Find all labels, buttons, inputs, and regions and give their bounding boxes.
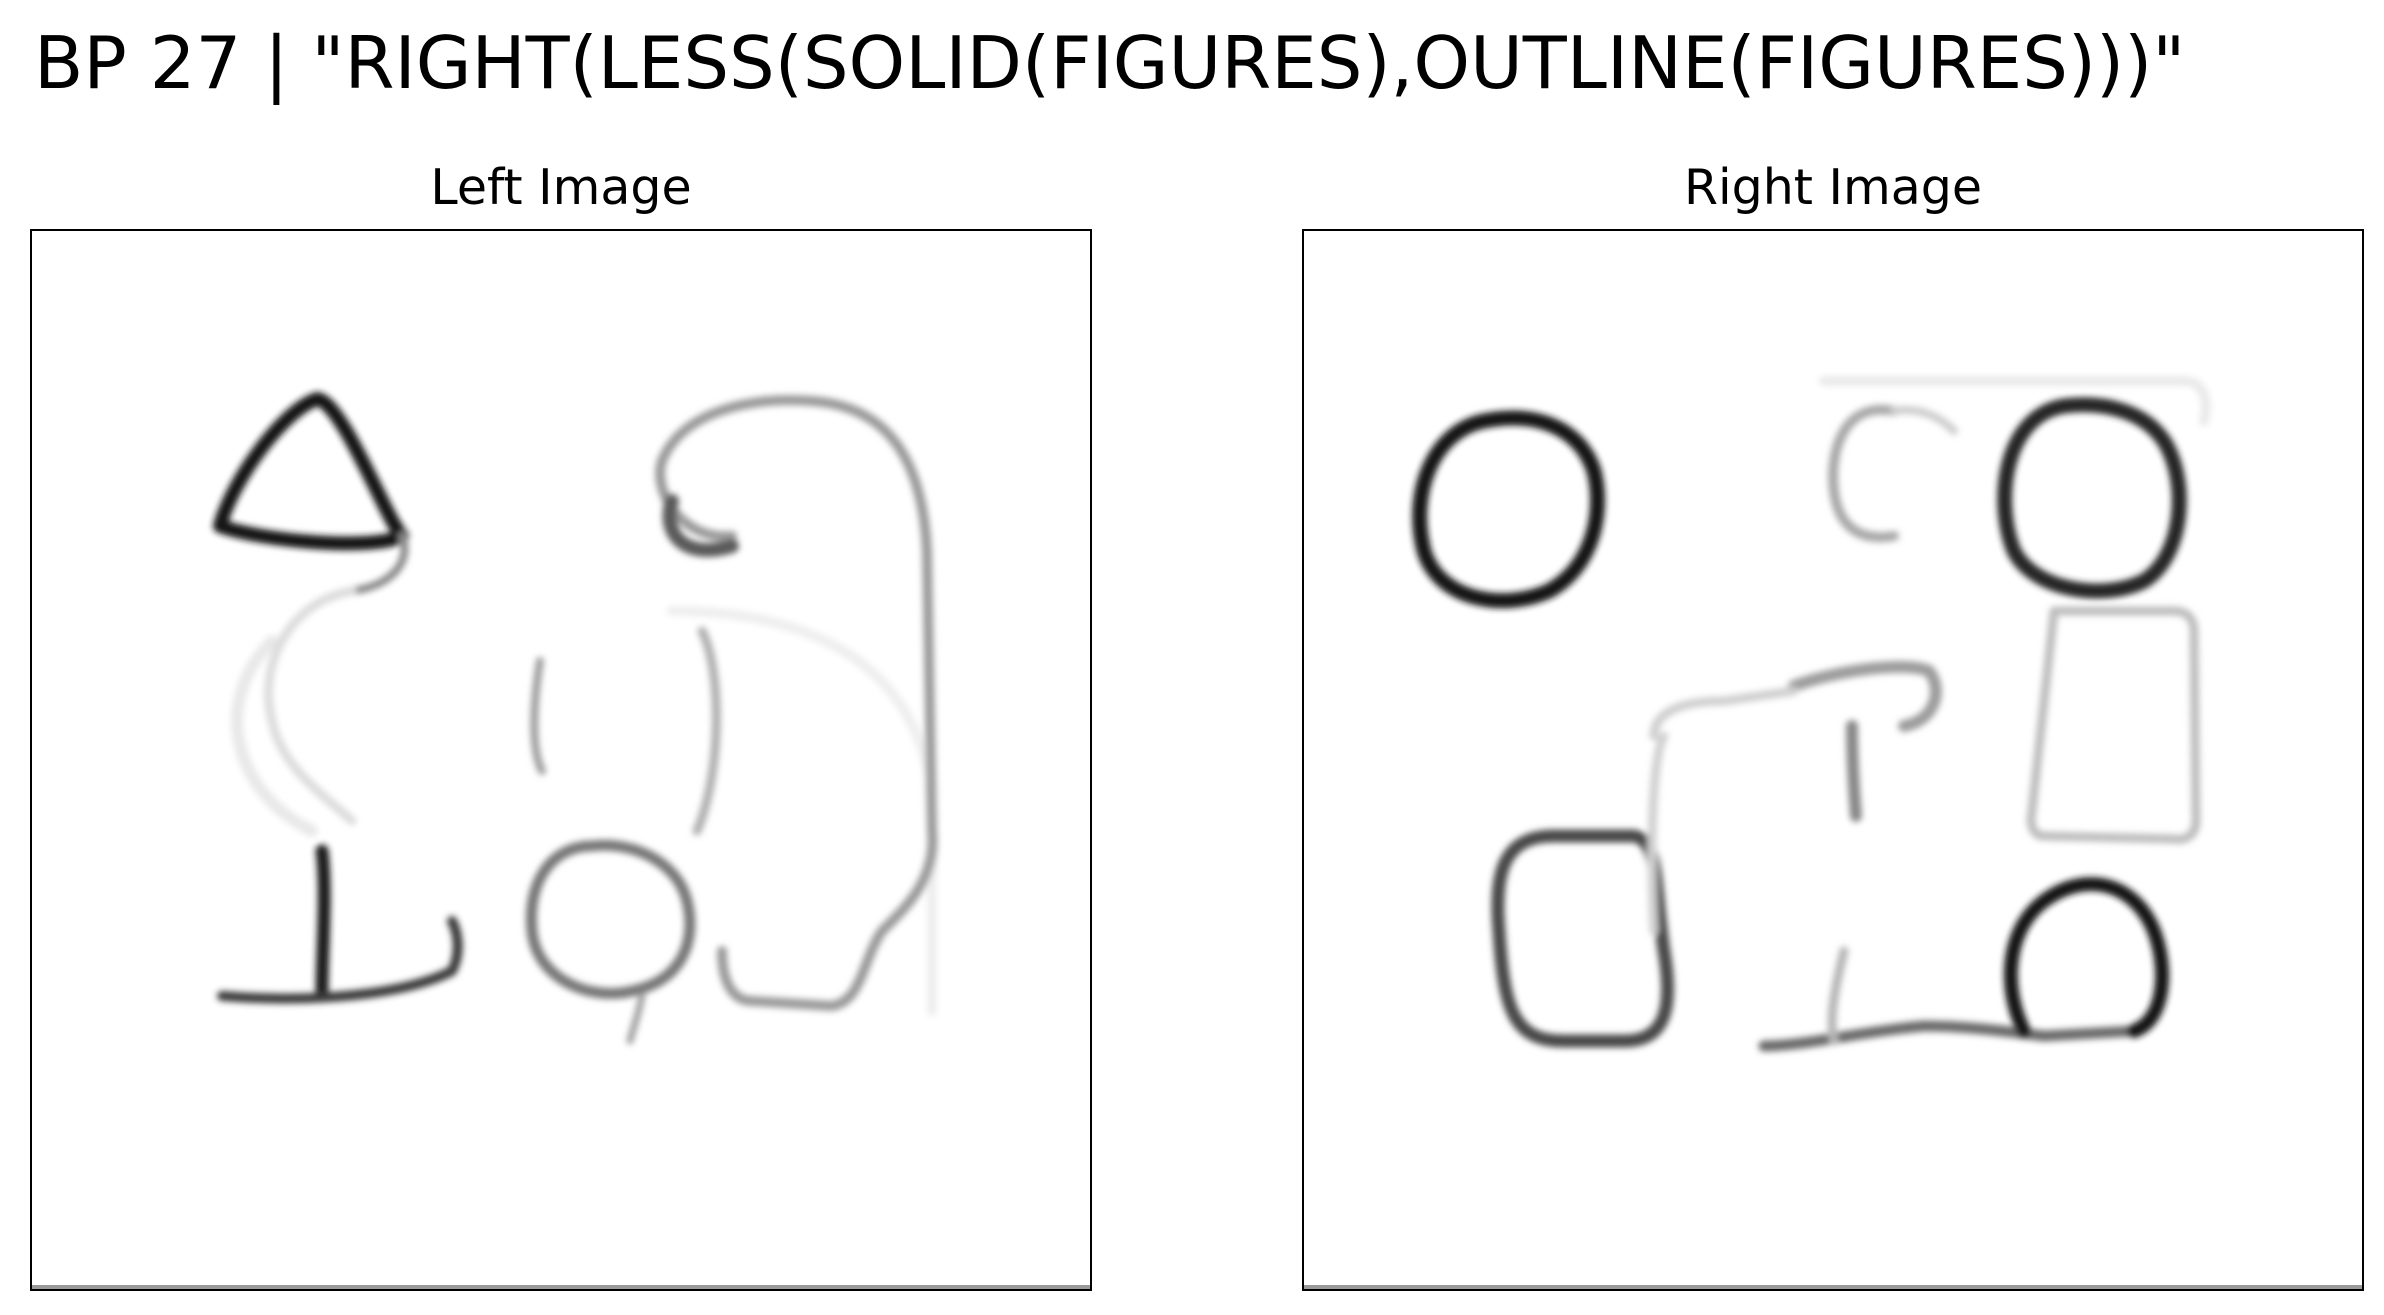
- rounded-square-extension: [1647, 731, 1669, 936]
- connector-path: [1649, 686, 1799, 741]
- figure-title: BP 27 | "RIGHT(LESS(SOLID(FIGURES),OUTLI…: [34, 21, 2186, 105]
- hook-shape: [655, 395, 938, 1011]
- faint-contour: [231, 635, 318, 837]
- inverted-t-base: [217, 916, 463, 1004]
- hook-tip: [662, 494, 739, 557]
- c-shape-top: [1890, 406, 1958, 435]
- right-image-panel: [1302, 229, 2364, 1291]
- rounded-square-shape: [1491, 829, 1675, 1048]
- left-image-panel: [30, 229, 1092, 1291]
- inner-stroke: [530, 657, 546, 775]
- t-stem: [1846, 720, 1862, 822]
- dark-circle-shape: [1412, 410, 1606, 609]
- inner-stroke: [692, 626, 721, 836]
- blob-outline-shape: [264, 586, 357, 826]
- rectangle-outline-shape: [2026, 606, 2201, 844]
- wave-baseline: [1758, 1020, 2140, 1052]
- triangle-tail: [348, 532, 409, 595]
- head-shape: [2003, 877, 2170, 1038]
- left-image-drawing: [32, 392, 1090, 1289]
- faint-contour: [667, 606, 937, 1016]
- right-panel-title: Right Image: [1683, 159, 1983, 216]
- small-circle-shape: [525, 839, 696, 999]
- right-image-drawing: [1304, 376, 2362, 1289]
- inverted-t-shape: [315, 844, 331, 998]
- dark-o-shape: [1997, 397, 2187, 599]
- circle-tail: [626, 992, 646, 1045]
- triangle-shape: [213, 392, 409, 551]
- faint-rectangle-shape: [1819, 376, 2211, 426]
- left-panel-title: Left Image: [430, 159, 692, 216]
- t-shape: [1788, 661, 1942, 732]
- c-shape: [1828, 404, 1899, 543]
- bottom-hook: [1827, 946, 1849, 1046]
